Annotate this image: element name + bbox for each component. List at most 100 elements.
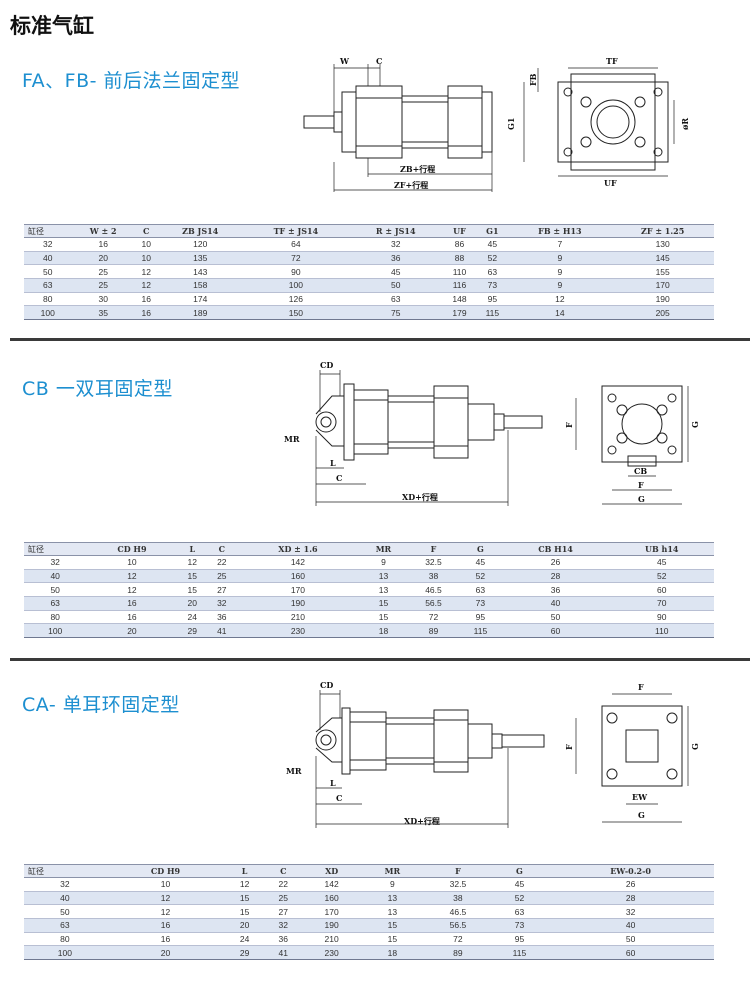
table-cell: 230 (302, 945, 361, 961)
table-cell: 13 (360, 891, 425, 906)
table-cell: 32 (263, 918, 303, 933)
table-header: L (225, 864, 264, 878)
table-cell: 50 (348, 278, 443, 293)
table-cell: 16 (135, 292, 158, 307)
dim-g: G (690, 743, 700, 750)
table-cell: 12 (135, 278, 158, 293)
table-cell: 9 (359, 555, 408, 570)
table-cell: 73 (476, 278, 509, 293)
table-cell: 41 (263, 945, 303, 961)
table-cell: 63 (476, 264, 509, 280)
table-cell: 12 (105, 891, 226, 906)
table-cell: 95 (476, 292, 509, 307)
table-cell: 28 (501, 569, 610, 584)
table-cell: 116 (442, 278, 477, 293)
table-header: ZB JS14 (157, 224, 243, 238)
table-cell: 88 (442, 251, 477, 266)
table-cell: 52 (476, 251, 509, 266)
table-cell: 160 (236, 569, 360, 584)
table-cell: 22 (207, 555, 237, 570)
section-divider (10, 338, 750, 341)
table-cell: 15 (360, 932, 425, 947)
table-cell: 9 (360, 877, 425, 892)
fa-fb-diagram: W C ZB+行程 ZF+行程 FB G1 TF øR UF (303, 56, 690, 192)
dim-g: G (690, 421, 700, 428)
table-cell: 56.5 (407, 596, 460, 611)
dim-c: C (336, 793, 342, 803)
table-cell: 40 (24, 569, 87, 584)
dim-c: C (336, 473, 342, 483)
table-cell: 230 (236, 623, 360, 639)
dim-c: C (376, 56, 382, 66)
table-cell: 64 (243, 237, 349, 252)
table-header: C (135, 224, 158, 238)
table-cell: 32 (24, 877, 106, 892)
table-cell: 115 (476, 305, 509, 321)
dim-f2: F (564, 744, 574, 750)
table-cell: 189 (157, 305, 243, 321)
table-header-row: 缸径 CD H9 L C XD ± 1.6 MR F G CB H14 UB h… (24, 542, 714, 556)
dim-g2: G (638, 810, 645, 820)
table-cell: 29 (177, 623, 208, 639)
table-cell: 9 (508, 251, 612, 266)
dim-zf: ZF+行程 (394, 180, 428, 190)
table-cell: 120 (157, 237, 243, 252)
table-cell: 15 (225, 891, 264, 906)
table-header: XD ± 1.6 (236, 542, 360, 556)
table-cell: 89 (407, 623, 460, 639)
table-header: EW-0.2-0 (547, 864, 714, 878)
table-cell: 25 (207, 569, 237, 584)
table-cell: 63 (24, 278, 72, 293)
table-header: CD H9 (105, 864, 226, 878)
section-title-fa-fb: FA、FB- 前后法兰固定型 (22, 70, 241, 92)
table-cell: 40 (501, 596, 610, 611)
table-header: 缸径 (24, 542, 87, 556)
table-cell: 52 (459, 569, 502, 584)
table-cell: 26 (547, 877, 714, 892)
table-cell: 60 (501, 623, 610, 639)
table-cell: 16 (135, 305, 158, 321)
dim-l: L (330, 778, 336, 788)
table-cell: 30 (71, 292, 135, 307)
table-cell: 63 (491, 904, 548, 920)
table-cell: 45 (348, 264, 443, 280)
table-cell: 35 (71, 305, 135, 321)
table-cell: 95 (459, 610, 502, 625)
ca-diagram: CD MR L C XD+行程 F F G EW G (286, 680, 700, 828)
table-cell: 210 (236, 610, 360, 625)
table-cell: 40 (24, 891, 106, 906)
table-cell: 80 (24, 610, 87, 625)
table-cell: 100 (24, 305, 72, 321)
table-cell: 12 (225, 877, 264, 892)
table-cell: 190 (302, 918, 361, 933)
table-cell: 36 (501, 582, 610, 598)
dim-g2: G (638, 494, 645, 504)
table-cell: 100 (24, 945, 106, 961)
table-cell: 25 (71, 264, 135, 280)
table-cell: 46.5 (407, 582, 460, 598)
table-header: TF ± JS14 (243, 224, 349, 238)
table-cell: 20 (105, 945, 226, 961)
table-cell: 100 (24, 623, 87, 639)
table-cell: 110 (442, 264, 477, 280)
dim-g1: G1 (506, 118, 516, 130)
table-cell: 50 (547, 932, 714, 947)
table-cell: 170 (611, 278, 714, 293)
table-cell: 20 (71, 251, 135, 266)
table-cell: 16 (105, 932, 226, 947)
table-header: CD H9 (86, 542, 178, 556)
dim-r: øR (680, 118, 690, 130)
table-header: C (263, 864, 303, 878)
table-cell: 170 (302, 904, 361, 920)
